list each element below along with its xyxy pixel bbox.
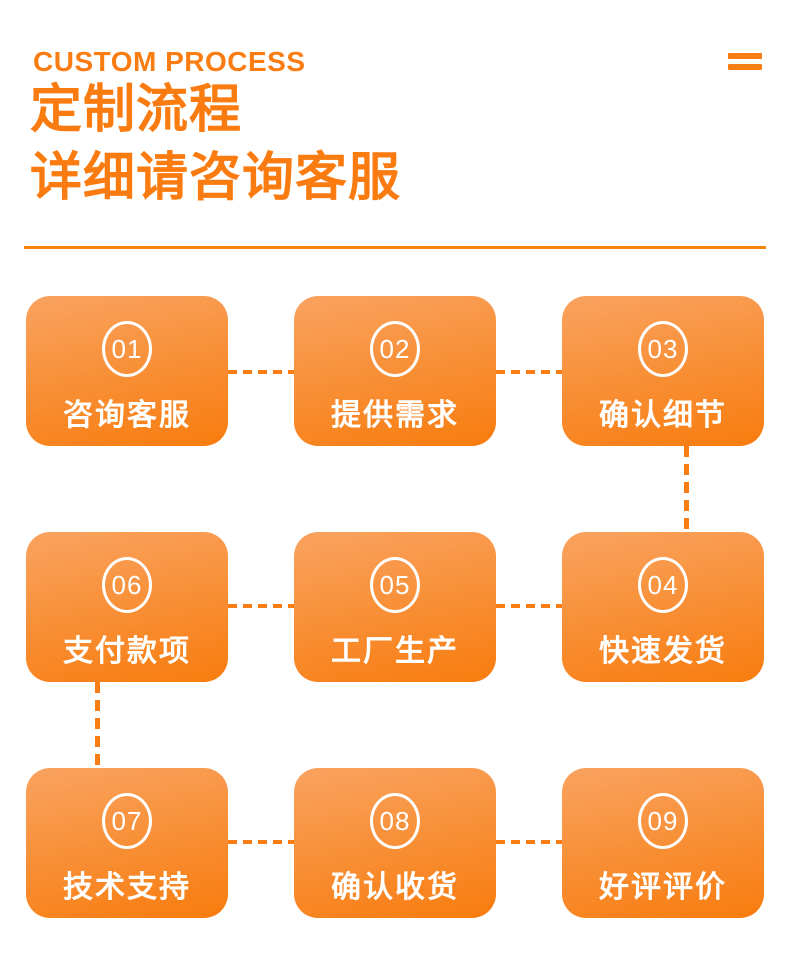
flow-connector-horizontal (496, 604, 562, 608)
step-number-badge: 07 (102, 793, 152, 849)
process-step-card: 01 咨询客服 (26, 296, 228, 446)
step-label: 提供需求 (331, 399, 459, 432)
process-step-card: 06 支付款项 (26, 532, 228, 682)
step-label: 技术支持 (63, 871, 191, 904)
step-label: 咨询客服 (63, 399, 191, 432)
step-number: 08 (379, 805, 411, 836)
step-number-badge: 09 (638, 793, 688, 849)
page-title-line1: 定制流程 (30, 81, 243, 139)
page-title-line2: 详细请咨询客服 (30, 149, 402, 207)
flow-connector-horizontal (496, 370, 562, 374)
step-number: 04 (647, 569, 679, 600)
step-number: 03 (647, 333, 679, 364)
flow-connector-horizontal (228, 604, 294, 608)
step-label: 支付款项 (63, 635, 191, 668)
process-grid: 01 咨询客服 02 提供需求 03 确认细节 06 支付款项 05 (26, 296, 764, 918)
step-label: 快速发货 (599, 635, 727, 668)
flow-connector-horizontal (496, 840, 562, 844)
step-number-badge: 04 (638, 557, 688, 613)
flow-connector-vertical (684, 446, 689, 532)
double-line-menu-icon (728, 53, 762, 71)
step-label: 工厂生产 (331, 635, 459, 668)
menu-icon-bar (728, 64, 762, 70)
process-step-card: 08 确认收货 (294, 768, 496, 918)
section-eyebrow: CUSTOM PROCESS (33, 46, 306, 77)
process-step-card: 05 工厂生产 (294, 532, 496, 682)
step-number-badge: 08 (370, 793, 420, 849)
step-label: 确认细节 (599, 399, 727, 432)
page-title: 定制流程 详细请咨询客服 (30, 76, 401, 212)
step-number: 09 (647, 805, 679, 836)
process-step-card: 09 好评评价 (562, 768, 764, 918)
step-number-badge: 02 (370, 321, 420, 377)
step-number: 02 (379, 333, 411, 364)
step-number: 07 (111, 805, 143, 836)
menu-icon-bar (728, 53, 762, 59)
step-number: 06 (111, 569, 143, 600)
flow-connector-horizontal (228, 370, 294, 374)
step-number-badge: 06 (102, 557, 152, 613)
flow-connector-horizontal (228, 840, 294, 844)
process-step-card: 03 确认细节 (562, 296, 764, 446)
flow-connector-vertical (95, 682, 100, 768)
step-number-badge: 05 (370, 557, 420, 613)
process-step-card: 02 提供需求 (294, 296, 496, 446)
step-number-badge: 01 (102, 321, 152, 377)
process-step-card: 07 技术支持 (26, 768, 228, 918)
process-step-card: 04 快速发货 (562, 532, 764, 682)
step-number-badge: 03 (638, 321, 688, 377)
step-label: 确认收货 (331, 871, 459, 904)
step-number: 05 (379, 569, 411, 600)
step-label: 好评评价 (599, 871, 727, 904)
section-divider (24, 246, 766, 249)
step-number: 01 (111, 333, 143, 364)
